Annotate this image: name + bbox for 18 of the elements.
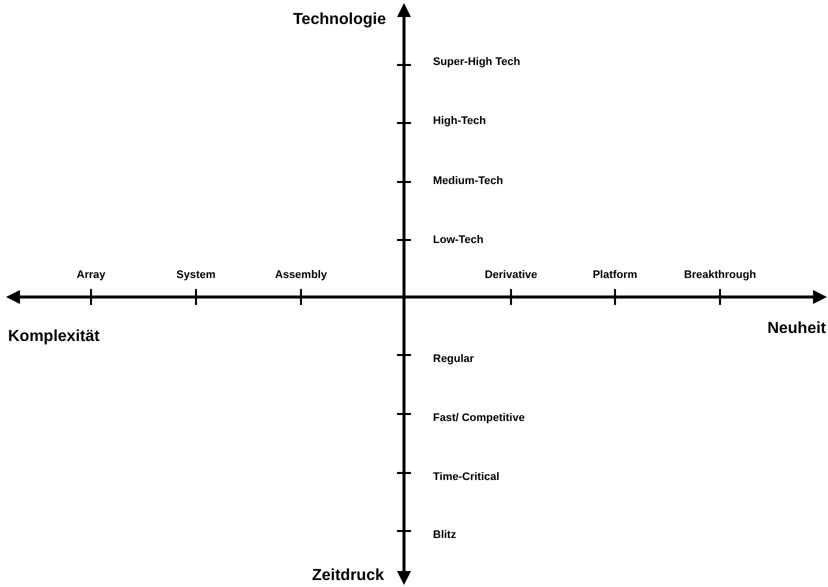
tick-label: Blitz <box>433 528 456 542</box>
axis-title: Komplexität <box>8 327 100 347</box>
tick-label: Time-Critical <box>433 470 500 484</box>
axis-title: Neuheit <box>767 319 826 339</box>
tick-label: Breakthrough <box>684 268 756 282</box>
tick-label: Regular <box>433 352 474 366</box>
tick-label: Derivative <box>484 268 538 282</box>
axis-title: Zeitdruck <box>312 566 384 586</box>
tick-label: Medium-Tech <box>433 174 504 188</box>
tick-label: High-Tech <box>433 114 486 128</box>
tick-label: Fast/ Competitive <box>433 411 525 425</box>
tick-label: Super-High Tech <box>433 55 520 69</box>
tick-label: Assembly <box>275 268 327 282</box>
tick-label: Array <box>76 268 106 282</box>
tick-label: System <box>176 268 216 282</box>
axis-title: Technologie <box>292 10 386 30</box>
tick-label: Low-Tech <box>433 233 484 247</box>
tick-label: Platform <box>592 268 638 282</box>
